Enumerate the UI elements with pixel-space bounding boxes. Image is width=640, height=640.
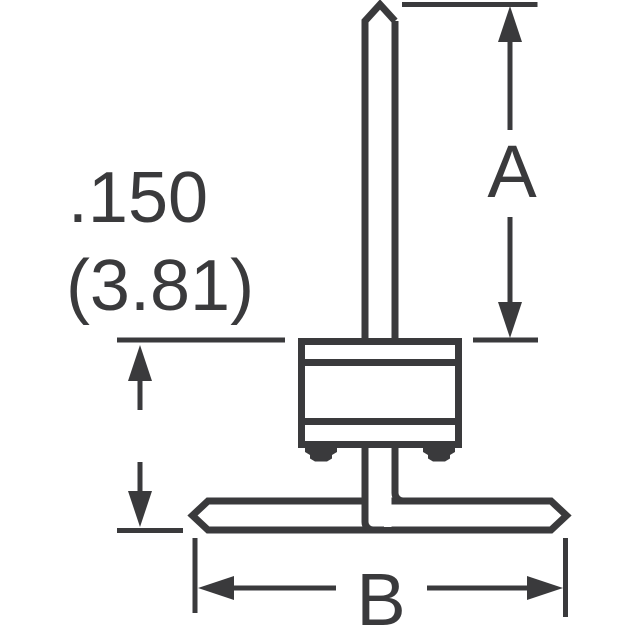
lead-pin-junction-mask <box>368 494 392 527</box>
housing-body <box>298 338 462 448</box>
part-outline-group <box>187 0 572 534</box>
housing-foot-right <box>423 447 455 462</box>
dimension-lines-group <box>117 2 568 617</box>
dim-a-label: A <box>487 130 537 213</box>
dim-b-arrow-left-icon <box>198 576 234 600</box>
dim-height-arrow-down-icon <box>128 491 152 527</box>
dim-a-arrow-down-icon <box>498 302 522 338</box>
dim-b-arrow-right-icon <box>527 576 563 600</box>
arrowheads-group <box>128 6 563 600</box>
housing-foot-left <box>305 447 337 462</box>
dim-height-arrow-up-icon <box>128 345 152 381</box>
dimension-labels-group: A .150 (3.81) B <box>66 130 537 640</box>
housing-feet-group <box>305 447 455 462</box>
pin-outline <box>361 0 552 534</box>
dim-a-arrow-up-icon <box>498 6 522 42</box>
dim-height-inches-label: .150 <box>68 158 208 238</box>
dim-height-mm-label: (3.81) <box>66 246 254 326</box>
dim-b-label: B <box>356 558 405 640</box>
